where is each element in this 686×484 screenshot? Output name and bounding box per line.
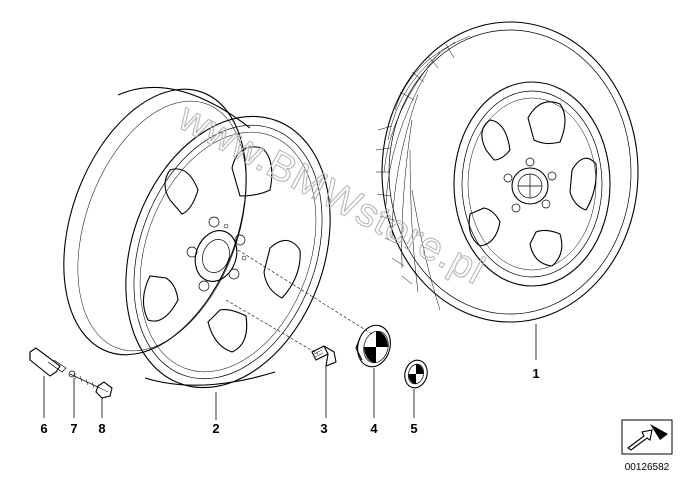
valve-drawing (29, 347, 67, 377)
assembly-line (237, 249, 373, 335)
valve-cap-drawing (95, 381, 113, 399)
callout-5[interactable]: 5 (410, 421, 417, 436)
wheel-bolt-drawing (311, 345, 337, 367)
emblem-drawing (404, 359, 428, 389)
hub-cap-drawing (355, 324, 391, 368)
callout-2[interactable]: 2 (212, 421, 219, 436)
callout-1[interactable]: 1 (532, 366, 539, 381)
rim-drawing (63, 86, 331, 389)
watermark: www.BMWstore.pl (171, 95, 492, 294)
callout-3[interactable]: 3 (320, 421, 327, 436)
valve-insert-drawing (68, 370, 101, 389)
arrow-icon[interactable] (621, 419, 673, 455)
callout-8[interactable]: 8 (98, 421, 105, 436)
document-number: 00126582 (625, 462, 670, 473)
callout-7[interactable]: 7 (70, 421, 77, 436)
callout-6[interactable]: 6 (40, 421, 47, 436)
callout-4[interactable]: 4 (370, 421, 378, 436)
assembly-line (225, 299, 319, 355)
complete-wheel-drawing (375, 21, 639, 323)
